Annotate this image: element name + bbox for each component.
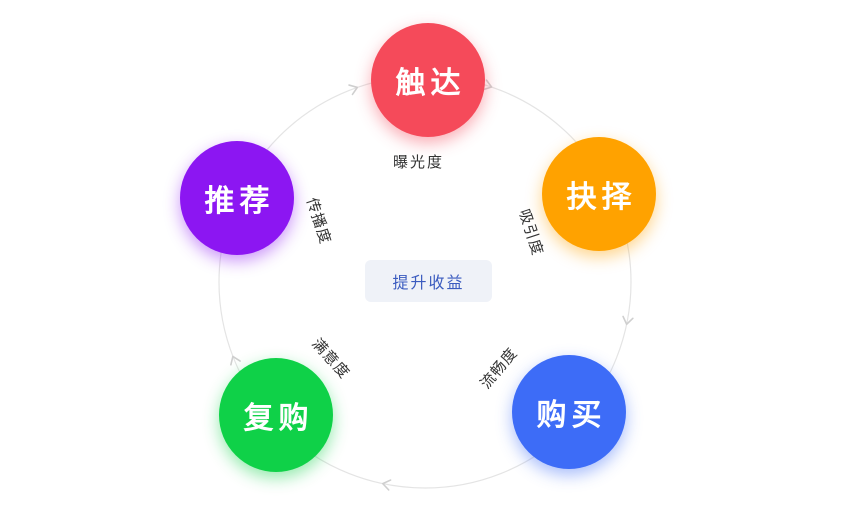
node-recommend: 推荐 [180, 141, 294, 255]
flow-arrow-icon [381, 479, 392, 491]
center-goal-tag: 提升收益 [365, 260, 492, 302]
node-repurchase: 复购 [219, 358, 333, 472]
node-purchase: 购买 [512, 355, 626, 469]
flow-arrow-icon [622, 315, 634, 326]
metric-exposure: 曝光度 [393, 153, 445, 171]
flow-arrow-icon [348, 84, 359, 96]
flow-arrow-icon [230, 355, 241, 366]
flow-arrow-icon [482, 79, 493, 91]
node-reach: 触达 [371, 23, 485, 137]
node-choice: 抉择 [542, 137, 656, 251]
